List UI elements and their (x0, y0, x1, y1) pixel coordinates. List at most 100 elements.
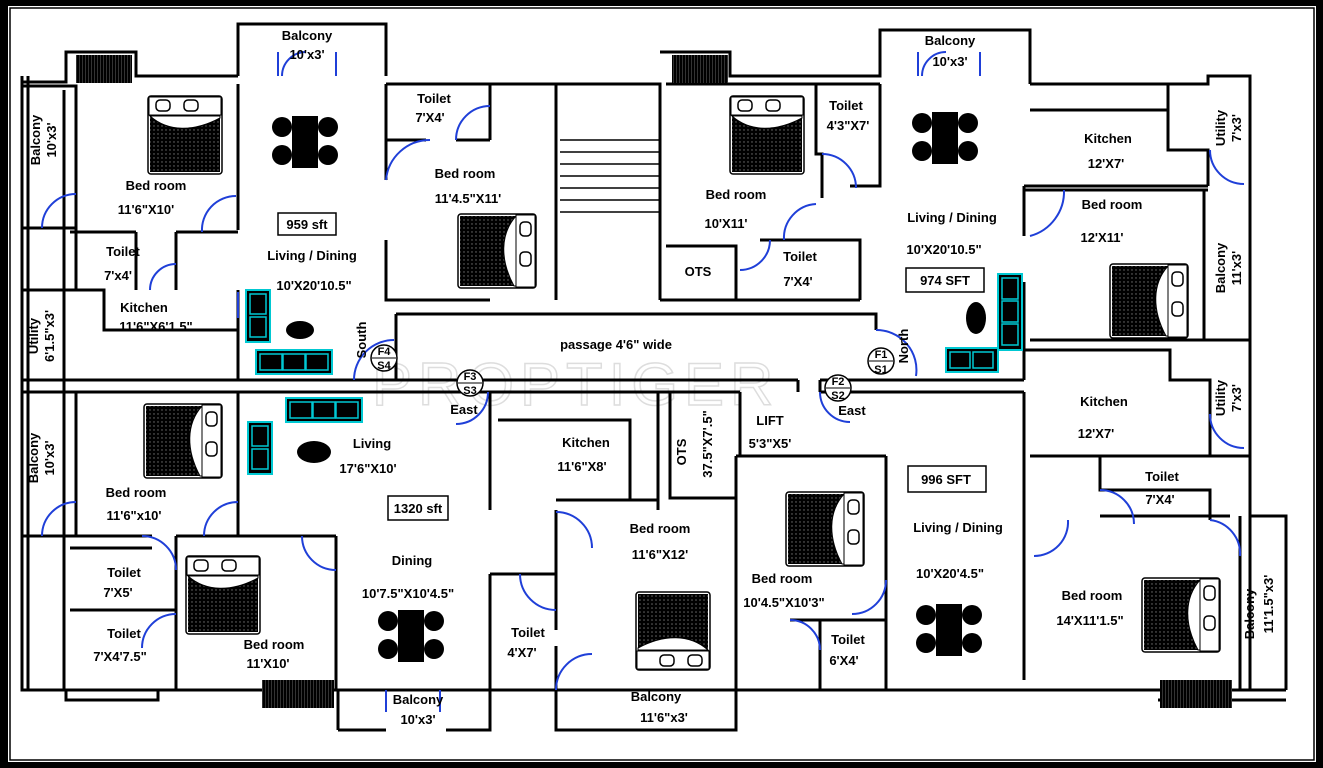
room-size: 11'1.5"x3' (1261, 575, 1276, 634)
room-label: Toilet (831, 632, 865, 647)
room-size: 10'X20'4.5" (916, 566, 984, 581)
room-size: 11'X10' (246, 656, 289, 671)
room-size: 17'6"X10' (339, 461, 396, 476)
coffee-table-icon (966, 302, 986, 334)
area-label: 959 sft (286, 217, 328, 232)
room-label: Toilet (107, 626, 141, 641)
room-size: 11'6"X10' (118, 202, 174, 217)
coffee-table-icon (297, 441, 331, 463)
room-label: Utility (1213, 109, 1228, 146)
vent-block (262, 680, 334, 708)
flat-tag-bottom: S2 (831, 390, 844, 402)
room-size: 11'6"x3' (640, 710, 688, 725)
room-size: 10'4.5"X10'3" (743, 595, 824, 610)
area-label: 1320 sft (394, 501, 443, 516)
vent-block (76, 55, 132, 83)
bed-icon (147, 95, 223, 175)
sofa-icon (945, 347, 999, 373)
room-label: Living (353, 436, 391, 451)
area-label: 996 SFT (921, 472, 971, 487)
flat-tag-top: F3 (464, 371, 477, 383)
room-label: Toilet (107, 565, 141, 580)
room-label: OTS (685, 264, 712, 279)
walls (20, 22, 1288, 732)
room-label: Bed room (435, 166, 496, 181)
room-size: 12'X11' (1080, 230, 1123, 245)
sofa-icon (245, 289, 271, 343)
bed-icon (457, 213, 537, 289)
bed-icon (785, 491, 865, 567)
room-label: Balcony (925, 33, 976, 48)
room-label: Bed room (1062, 588, 1123, 603)
room-size: 10'x3' (400, 712, 435, 727)
flat-tag-top: F4 (378, 346, 392, 358)
area-box (277, 212, 337, 236)
room-size: 10'X20'10.5" (906, 242, 981, 257)
room-label: Balcony (26, 432, 41, 483)
room-label: Toilet (829, 98, 863, 113)
room-size: 10'7.5"X10'4.5" (362, 586, 454, 601)
room-size: 7'X4' (1145, 492, 1174, 507)
room-size: 7'x3' (1229, 384, 1244, 412)
room-size: 10'x3' (932, 54, 967, 69)
room-size: 6'1.5"x3' (42, 310, 57, 362)
vent-block (672, 55, 728, 83)
room-label: LIFT (756, 413, 783, 428)
room-size: 11'6"X12' (632, 547, 688, 562)
flat-tag-top: F2 (832, 376, 845, 388)
room-size: 7'x4' (104, 268, 132, 283)
room-label: Living / Dining (913, 520, 1003, 535)
watermark: PROPTIGER (372, 351, 779, 418)
room-label: OTS (674, 438, 689, 465)
room-label: Bed room (752, 571, 813, 586)
area-box (907, 465, 987, 493)
flat-tag-top: F1 (875, 349, 888, 361)
room-size: 7'X5' (103, 585, 132, 600)
room-size: 10'X11' (704, 216, 747, 231)
area-label: 974 SFT (920, 273, 970, 288)
room-label: Kitchen (562, 435, 610, 450)
room-size: 12'X7' (1078, 426, 1115, 441)
flat-tag-f4: F4 S4 (370, 344, 398, 372)
sofa-icon (285, 397, 363, 423)
room-size: 11'4.5"X11' (435, 191, 502, 206)
room-label: Bed room (126, 178, 187, 193)
sofa-icon (247, 421, 273, 475)
room-label: Balcony (1213, 242, 1228, 293)
sofa-icon (255, 349, 333, 375)
bed-icon (1109, 263, 1189, 339)
bed-icon (635, 591, 711, 671)
doors (41, 51, 1245, 712)
flat-tag-bottom: S3 (463, 385, 476, 397)
room-size: 10'X20'10.5" (276, 278, 351, 293)
room-size: 11'6"X8' (557, 459, 606, 474)
room-label: Bed room (706, 187, 767, 202)
room-size: 37.5"X7'.5" (700, 410, 715, 477)
room-label: Bed room (630, 521, 691, 536)
vent-block (1160, 680, 1232, 708)
facing-label: East (450, 402, 478, 417)
room-size: 4'X7' (507, 645, 536, 660)
room-label: Toilet (106, 244, 140, 259)
room-label: Kitchen (1084, 131, 1132, 146)
room-label: Balcony (631, 689, 682, 704)
room-size: 10'x3' (289, 47, 324, 62)
facing-label: East (838, 403, 866, 418)
sofa-icon (997, 273, 1023, 351)
room-label: Toilet (1145, 469, 1179, 484)
room-size: 11'x3' (1229, 251, 1244, 285)
bed-icon (729, 95, 805, 175)
room-label: Toilet (783, 249, 817, 264)
room-label: Balcony (282, 28, 333, 43)
bed-icon (143, 403, 223, 479)
coffee-table-icon (286, 321, 314, 339)
room-size: 4'3"X7' (827, 118, 870, 133)
facing-label: North (896, 329, 911, 364)
room-label: Toilet (417, 91, 451, 106)
room-label: Utility (1213, 379, 1228, 416)
room-label: Kitchen (120, 300, 168, 315)
room-size: 11'6"x10' (106, 508, 161, 523)
passage-label: passage 4'6" wide (560, 337, 672, 352)
flat-tag-bottom: S1 (874, 364, 887, 376)
flat-tag-f1: F1 S1 (867, 347, 895, 376)
